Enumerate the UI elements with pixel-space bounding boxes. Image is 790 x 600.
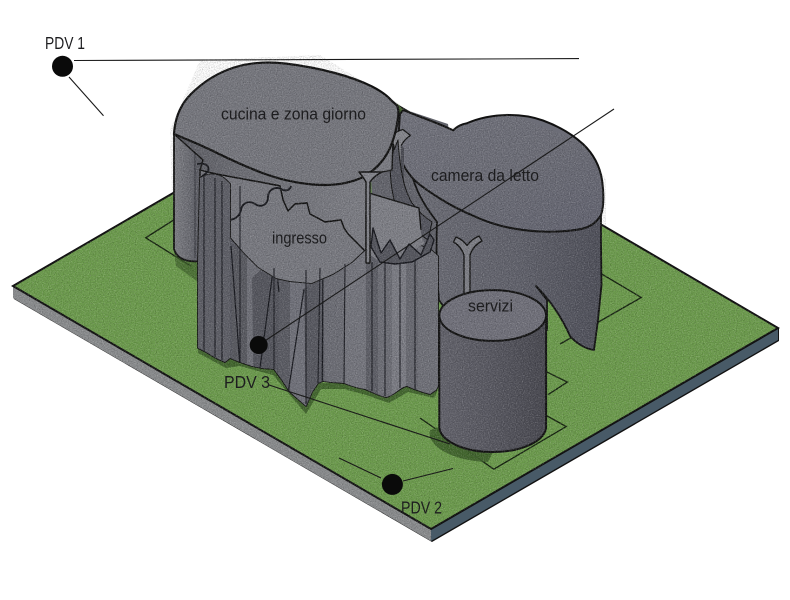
svg-text:ingresso: ingresso [272, 229, 327, 248]
svg-text:PDV 2: PDV 2 [401, 498, 442, 518]
svg-text:servizi: servizi [468, 297, 513, 316]
svg-text:PDV 3: PDV 3 [224, 372, 270, 392]
svg-text:camera da letto: camera da letto [431, 166, 539, 185]
svg-text:cucina e zona giorno: cucina e zona giorno [221, 105, 366, 124]
svg-text:PDV 1: PDV 1 [45, 33, 85, 53]
